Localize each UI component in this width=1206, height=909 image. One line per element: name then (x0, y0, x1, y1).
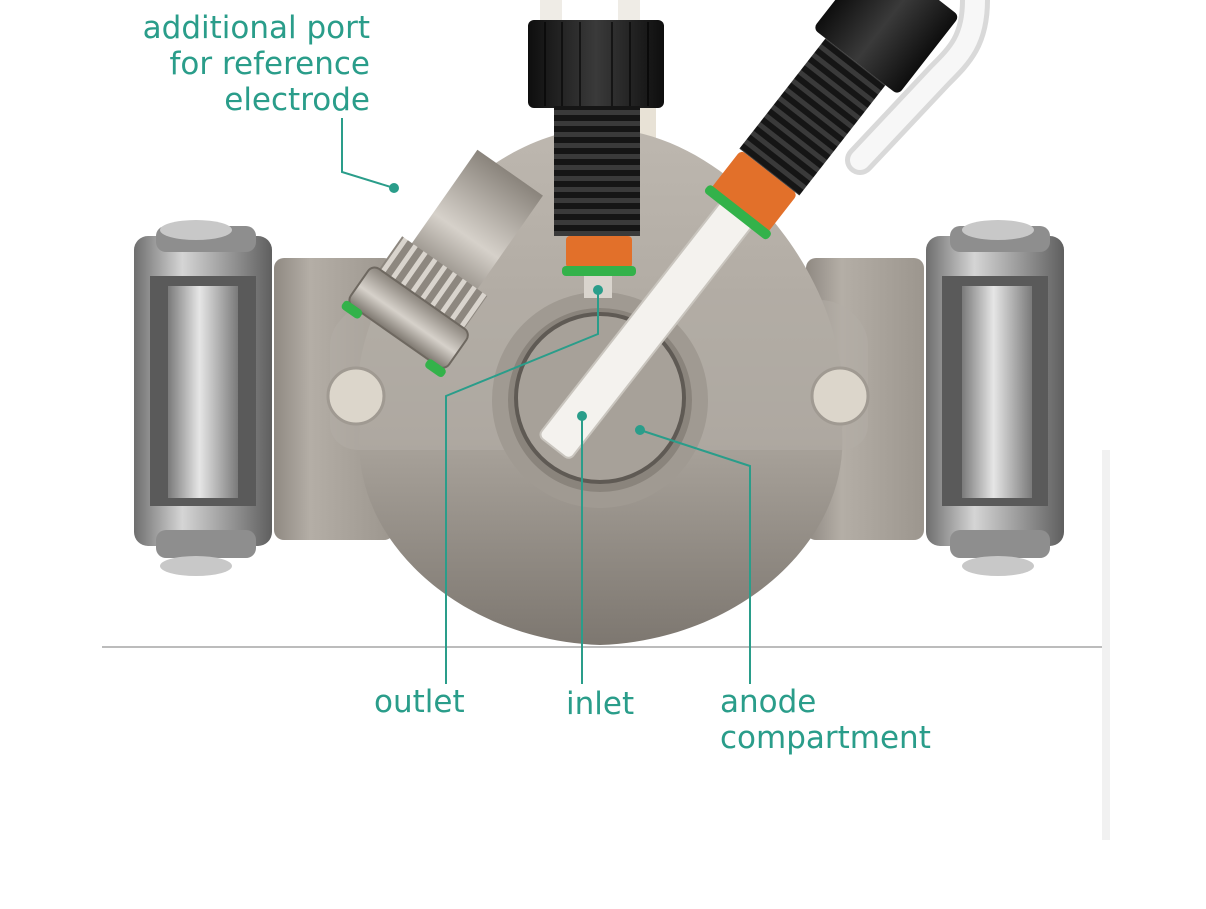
right-clamp (926, 220, 1064, 576)
label-inlet: inlet (566, 686, 635, 722)
leader-reference-port (341, 118, 395, 189)
label-anode-line-1: anode (720, 684, 817, 720)
label-anode-line-2: compartment (720, 720, 931, 756)
left-alignment-pin (326, 366, 386, 426)
label-reference-port-line-3: electrode (224, 82, 370, 118)
leader-dots (389, 183, 645, 435)
left-clamp (134, 220, 272, 576)
label-reference-port-line-2: for reference (169, 46, 370, 82)
leader-anode (639, 429, 751, 684)
label-reference-port-line-1: additional port (142, 10, 370, 46)
reference-electrode-port (341, 149, 543, 378)
leader-outlet (445, 290, 599, 684)
leader-lines (341, 118, 751, 684)
angled-electrode-fitting (539, 0, 958, 459)
top-fitting (528, 20, 664, 298)
label-reference-port: additional port for reference electrode (143, 10, 370, 118)
right-alignment-pin (810, 366, 870, 426)
label-outlet: outlet (374, 684, 465, 720)
label-anode-compartment: anode compartment (720, 684, 931, 756)
